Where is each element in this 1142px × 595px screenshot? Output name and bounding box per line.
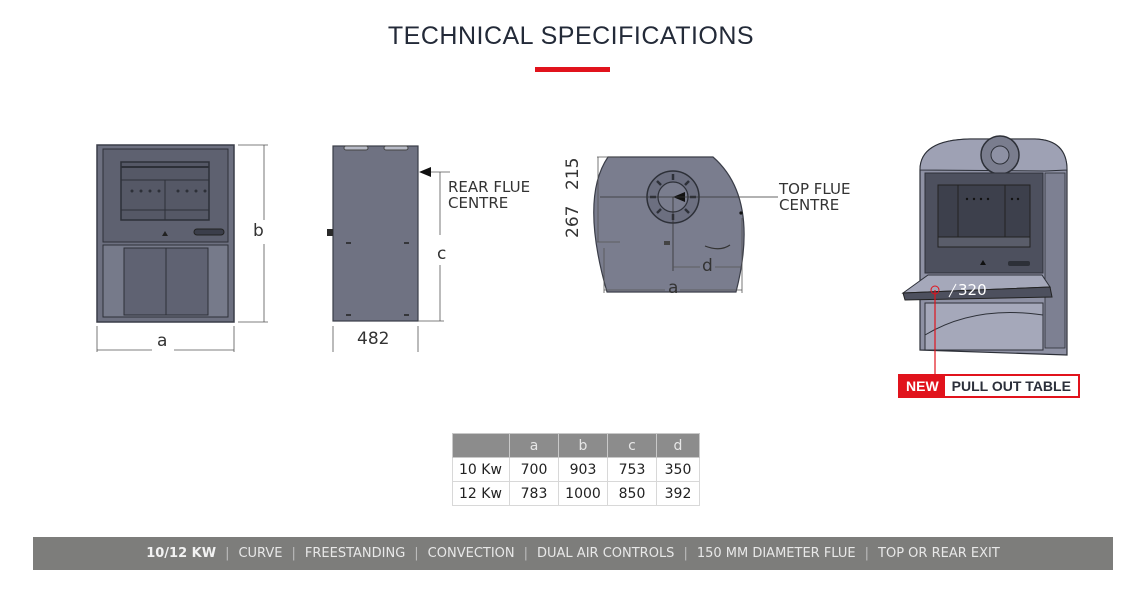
top-flue-line2: CENTRE — [779, 196, 840, 214]
top-dim-215: 215 — [563, 157, 583, 190]
table-cell: 903 — [558, 457, 608, 482]
separator: | — [414, 546, 419, 561]
feature-item: DUAL AIR CONTROLS — [537, 546, 675, 561]
new-badge: NEW — [900, 376, 945, 396]
separator: | — [291, 546, 296, 561]
feature-power: 10/12 KW — [146, 546, 217, 561]
top-dim-267: 267 — [563, 205, 583, 238]
feature-item: CURVE — [238, 546, 283, 561]
table-cell: 783 — [509, 481, 559, 506]
feature-item: TOP OR REAR EXIT — [878, 546, 1000, 561]
header-cell: d — [656, 433, 700, 458]
stove-render — [901, 135, 1068, 378]
table-header-row: a b c d — [452, 433, 700, 458]
table-cell: 10 Kw — [452, 457, 510, 482]
table-cell: 350 — [656, 457, 700, 482]
header-cell: a — [509, 433, 559, 458]
header-cell: b — [558, 433, 608, 458]
table-cell: 12 Kw — [452, 481, 510, 506]
separator: | — [225, 546, 230, 561]
table-size-label: 320 — [958, 281, 987, 299]
separator: | — [683, 546, 688, 561]
feature-item: FREESTANDING — [304, 546, 406, 561]
side-height-label: c — [437, 244, 447, 264]
top-flue-line1: TOP FLUE — [779, 180, 851, 198]
feature-item: CONVECTION — [427, 546, 515, 561]
table-cell: 700 — [509, 457, 559, 482]
header-cell — [452, 433, 510, 458]
title-underline — [535, 67, 610, 72]
separator: | — [864, 546, 870, 561]
top-view-drawing — [593, 156, 778, 293]
top-width-label: a — [668, 278, 679, 298]
spec-table: a b c d 10 Kw 700 903 753 350 12 Kw 783 … — [452, 433, 700, 506]
rear-flue-line1: REAR FLUE — [448, 178, 531, 196]
table-cell: 753 — [607, 457, 657, 482]
rear-flue-line2: CENTRE — [448, 194, 509, 212]
side-view-drawing — [327, 145, 450, 352]
table-cell: 850 — [607, 481, 657, 506]
feature-bar: 10/12 KW | CURVE | FREESTANDING | CONVEC… — [33, 537, 1113, 570]
table-cell: 1000 — [558, 481, 608, 506]
table-row: 10 Kw 700 903 753 350 — [452, 457, 700, 482]
rear-flue-callout: REAR FLUE CENTRE — [448, 179, 530, 211]
table-row: 12 Kw 783 1000 850 392 — [452, 481, 700, 506]
front-width-label: a — [157, 331, 168, 351]
front-view-drawing — [96, 144, 268, 352]
front-height-label: b — [253, 221, 264, 241]
pull-out-table-badge: NEW PULL OUT TABLE — [898, 374, 1080, 398]
page-title: TECHNICAL SPECIFICATIONS — [387, 22, 755, 50]
badge-text: PULL OUT TABLE — [944, 376, 1078, 396]
side-depth-label: 482 — [357, 329, 390, 349]
table-cell: 392 — [656, 481, 700, 506]
feature-item: 150 MM DIAMETER FLUE — [696, 546, 856, 561]
top-flue-callout: TOP FLUE CENTRE — [779, 181, 850, 213]
top-offset-label: d — [702, 256, 713, 276]
header-cell: c — [607, 433, 657, 458]
separator: | — [523, 546, 529, 561]
